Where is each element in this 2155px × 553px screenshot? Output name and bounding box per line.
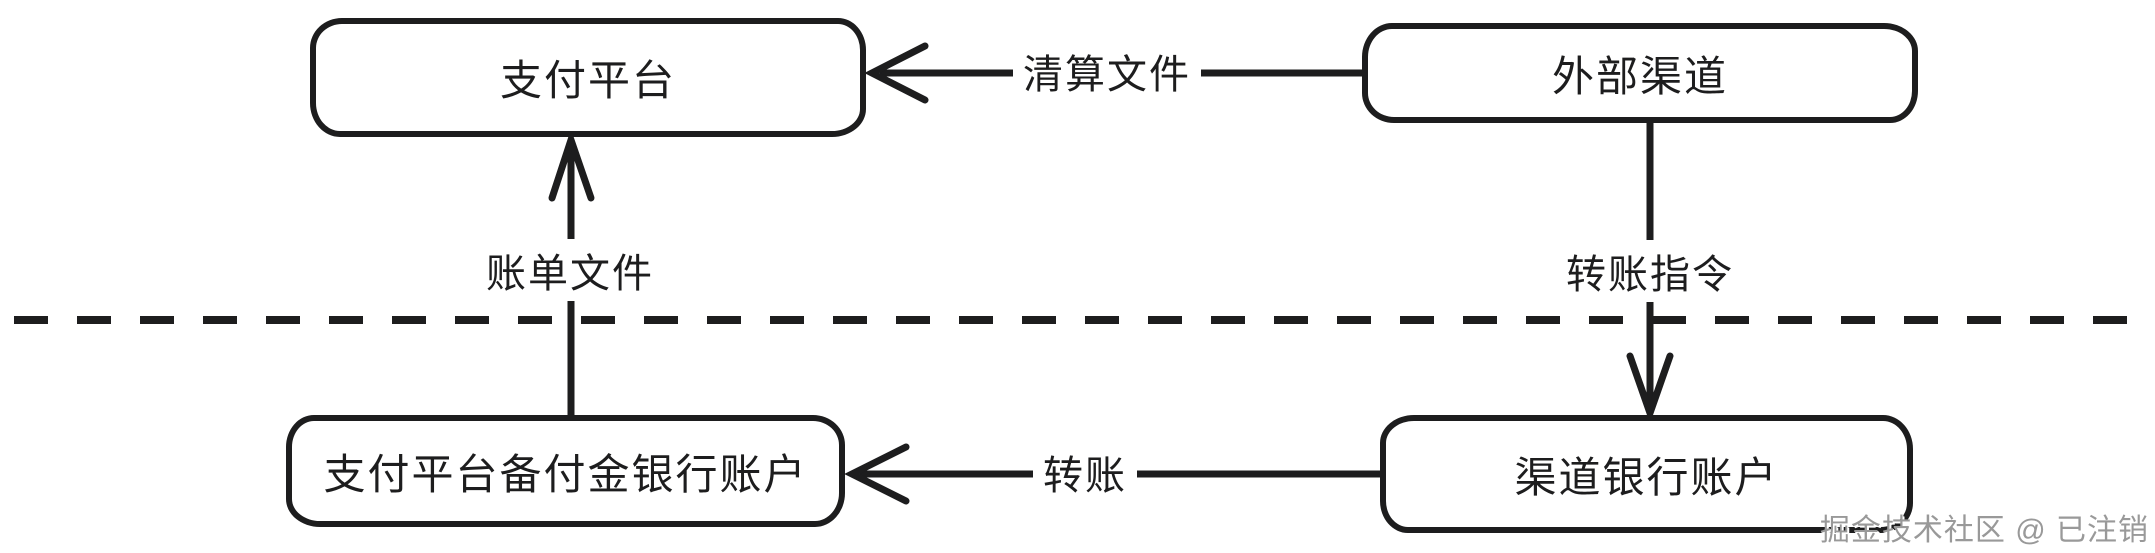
node-external-channel: 外部渠道 [1362,23,1918,123]
arrowhead-down-icon [1626,352,1674,424]
edge-label-transfer-instruction: 转账指令 [1556,240,1744,302]
node-channel-bank-account: 渠道银行账户 [1380,415,1913,533]
watermark-text: 掘金技术社区 @ 已注销 [1819,514,2149,547]
node-channel-bank-account-label: 渠道银行账户 [1514,453,1779,501]
edge-label-transfer: 转账 [1033,441,1137,503]
arrowhead-left-icon [844,443,910,505]
node-payment-platform-reserve-bank-account: 支付平台备付金银行账户 [286,415,845,527]
node-payment-platform: 支付平台 [310,18,866,137]
node-external-channel-label: 外部渠道 [1551,52,1728,100]
arrowhead-left-icon [864,42,929,104]
node-payment-platform-label: 支付平台 [499,57,676,104]
arrowhead-up-icon [548,129,595,202]
edge-label-clearing-file: 清算文件 [1013,40,1201,102]
node-payment-platform-reserve-bank-account-label: 支付平台备付金银行账户 [323,450,808,498]
edge-label-bill-file: 账单文件 [476,239,664,301]
